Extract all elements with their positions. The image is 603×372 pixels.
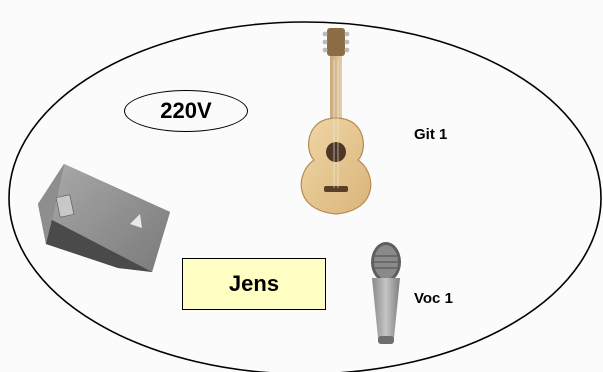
stage-monitor-icon (38, 164, 170, 272)
guitar-channel-label: Git 1 (414, 126, 448, 143)
vocal-channel-label: Voc 1 (414, 290, 453, 307)
person-name-box: Jens (182, 258, 326, 310)
stage-outline (8, 21, 602, 372)
power-label: 220V (124, 90, 248, 132)
microphone-icon (371, 242, 401, 344)
acoustic-guitar-icon (300, 28, 372, 215)
